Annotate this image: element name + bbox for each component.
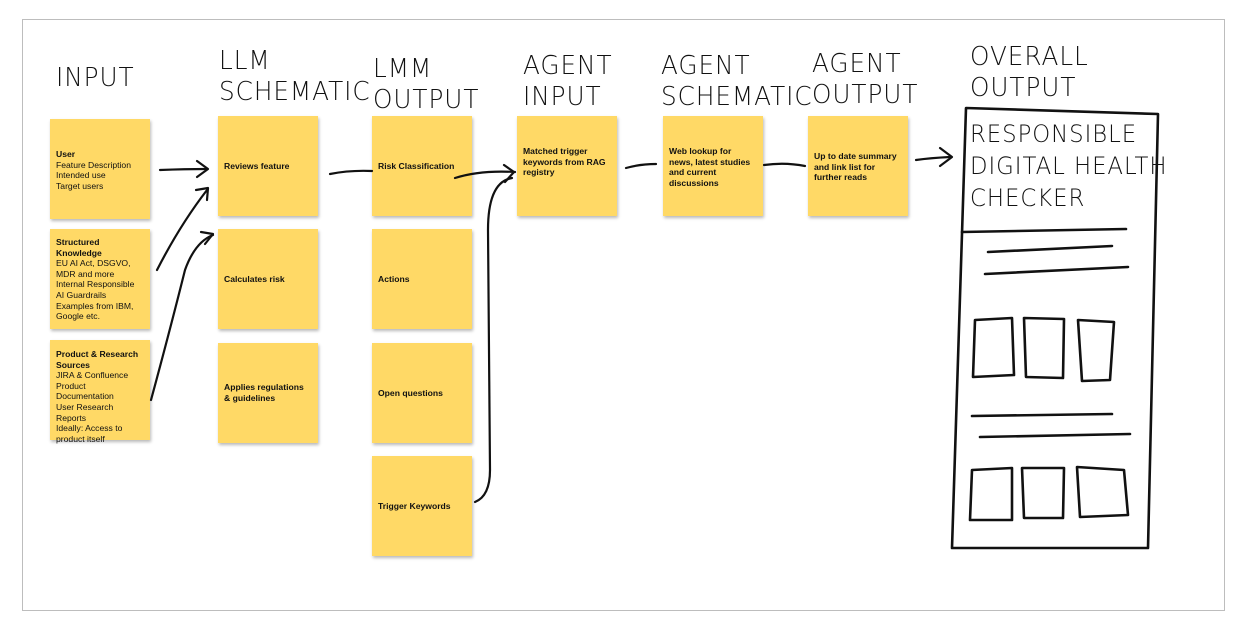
sticky-note-matched-trigger[interactable]: Matched trigger keywords from RAG regist… — [517, 116, 617, 216]
note-title: User — [56, 149, 76, 159]
heading-overall-output: OVERALL OUTPUT — [970, 42, 1089, 103]
note-title: Calculates risk — [224, 273, 285, 284]
note-title: Structured Knowledge — [56, 237, 102, 258]
sticky-note-applies-regulations[interactable]: Applies regulations & guidelines — [218, 343, 318, 443]
sticky-note-up-to-date[interactable]: Up to date summary and link list for fur… — [808, 116, 908, 216]
note-title: Matched trigger keywords from RAG regist… — [523, 146, 606, 178]
sticky-note-web-lookup[interactable]: Web lookup for news, latest studies and … — [663, 116, 763, 216]
heading-agent-schematic: AGENT SCHEMATIC — [661, 51, 813, 112]
note-body: JIRA & Confluence Product Documentation … — [56, 370, 129, 444]
sticky-note-risk-classification[interactable]: Risk Classification — [372, 116, 472, 216]
note-title: Risk Classification — [378, 160, 455, 171]
note-body: Feature Description Intended use Target … — [56, 159, 131, 191]
note-title: Product & Research Sources — [56, 349, 139, 370]
heading-input: INPUT — [56, 63, 135, 93]
sticky-note-product-research[interactable]: Product & Research Sources JIRA & Conflu… — [50, 340, 150, 444]
note-title: Web lookup for news, latest studies and … — [669, 146, 751, 188]
heading-llm-schematic: LLM SCHEMATIC — [219, 46, 371, 107]
note-title: Trigger Keywords — [378, 500, 451, 511]
sticky-note-calculates-risk[interactable]: Calculates risk — [218, 229, 318, 329]
note-title: Actions — [378, 273, 410, 284]
sticky-note-trigger-keywords[interactable]: Trigger Keywords — [372, 456, 472, 556]
note-title: Up to date summary and link list for fur… — [814, 151, 897, 183]
note-title: Open questions — [378, 387, 443, 398]
sticky-note-actions[interactable]: Actions — [372, 229, 472, 329]
note-title: Applies regulations & guidelines — [224, 382, 304, 403]
heading-agent-output: AGENT OUTPUT — [812, 49, 919, 110]
note-body: EU AI Act, DSGVO, MDR and more Internal … — [56, 258, 135, 322]
heading-lmm-output: LMM OUTPUT — [373, 54, 480, 115]
output-sketch-title: RESPONSIBLE DIGITAL HEALTH CHECKER — [970, 120, 1168, 212]
sticky-note-open-questions[interactable]: Open questions — [372, 343, 472, 443]
note-title: Reviews feature — [224, 160, 290, 171]
heading-agent-input: AGENT INPUT — [523, 51, 613, 112]
sticky-note-structured-knowledge[interactable]: Structured Knowledge EU AI Act, DSGVO, M… — [50, 229, 150, 329]
sticky-note-reviews-feature[interactable]: Reviews feature — [218, 116, 318, 216]
whiteboard-canvas — [22, 19, 1225, 611]
sticky-note-user[interactable]: User Feature Description Intended use Ta… — [50, 119, 150, 219]
